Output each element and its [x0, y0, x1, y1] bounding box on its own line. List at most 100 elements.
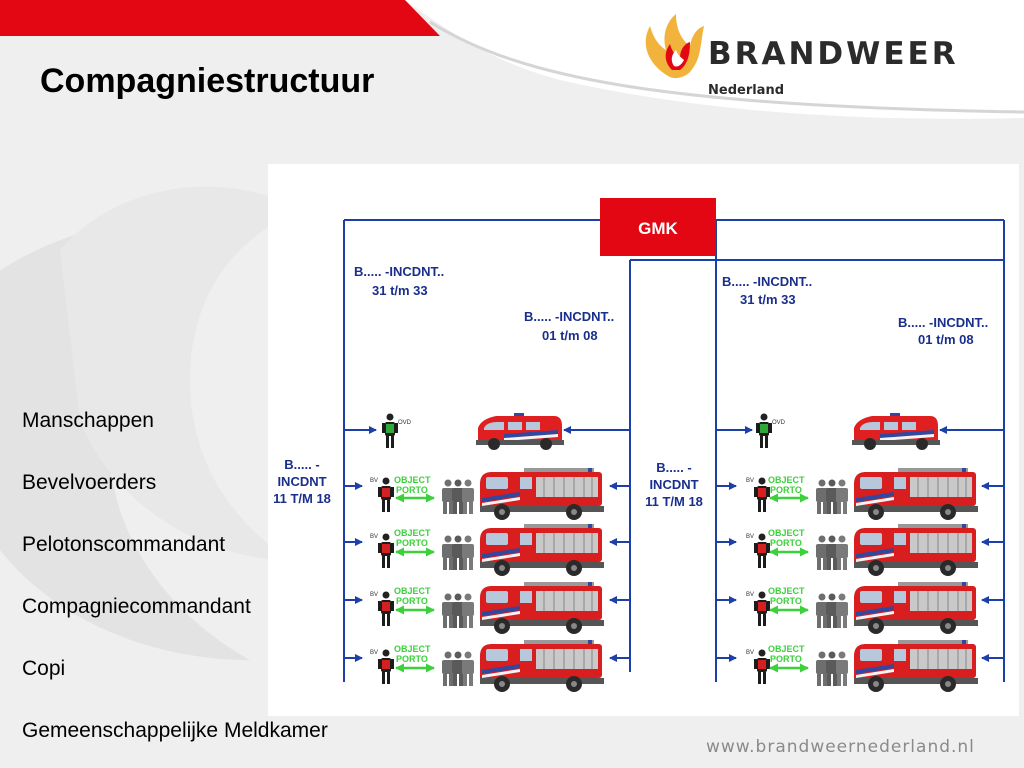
object-label: OBJECT — [768, 475, 805, 485]
crew-icon — [442, 651, 474, 686]
fire-truck-icon — [479, 581, 605, 635]
fire-truck-icon — [853, 523, 979, 577]
brandweer-flame-logo-icon — [645, 14, 704, 79]
left-ovd-officer: OVD — [382, 413, 412, 448]
right-unit: OVD BV OBJECT PORTO BV OBJECT PORTO — [746, 413, 979, 693]
left-unit-feed-lines — [344, 426, 630, 662]
crew-icon — [442, 479, 474, 514]
center-side-channel-line3: 11 T/M 18 — [645, 494, 703, 509]
bevelvoerder-icon — [378, 533, 394, 568]
object-label: OBJECT — [394, 475, 431, 485]
right-unit-feed-lines — [716, 426, 1004, 662]
left-side-channel-line2: INCDNT — [277, 474, 326, 489]
object-label: OBJECT — [394, 644, 431, 654]
fire-truck-icon — [853, 467, 979, 521]
footer-url: www.brandweernederland.nl — [706, 737, 975, 757]
top-red-band — [0, 0, 440, 36]
fire-truck-icon — [479, 639, 605, 693]
fire-truck-icon — [853, 581, 979, 635]
right-ovd-officer: OVD — [756, 413, 786, 448]
bevelvoerder-icon — [754, 533, 770, 568]
bevelvoerder-icon — [754, 649, 770, 684]
right-second-channel-line2: 01 t/m 08 — [918, 332, 974, 347]
crew-icon — [816, 535, 848, 570]
center-side-channel-label: B..... - INCDNT 11 T/M 18 — [645, 460, 703, 509]
company-structure-diagram: GMK B..... -INCDNT.. 31 t/m 33 B..... -I… — [268, 164, 1019, 716]
right-second-channel-label: B..... -INCDNT.. 01 t/m 08 — [898, 315, 988, 347]
bv-label: BV — [370, 478, 378, 484]
label-gemeenschappelijke-meldkamer: Gemeenschappelijke Meldkamer — [22, 719, 328, 742]
left-second-channel-line2: 01 t/m 08 — [542, 328, 598, 343]
left-row-3: BV OBJECT PORTO — [370, 581, 605, 635]
porto-label: PORTO — [396, 596, 428, 606]
header-swoosh — [405, 0, 1024, 119]
object-label: OBJECT — [768, 644, 805, 654]
label-pelotonscommandant: Pelotonscommandant — [22, 533, 226, 556]
porto-label: PORTO — [770, 654, 802, 664]
role-label-list: Manschappen Bevelvoerders Pelotonscomman… — [22, 404, 422, 768]
fire-truck-icon — [479, 467, 605, 521]
bevelvoerder-icon — [754, 591, 770, 626]
object-label: OBJECT — [768, 528, 805, 538]
brand-logo-subtitle: Nederland — [708, 83, 785, 98]
left-side-channel-label: B..... - INCDNT 11 T/M 18 — [273, 457, 331, 506]
fire-truck-icon — [479, 523, 605, 577]
bv-label: BV — [746, 650, 754, 656]
bv-label: BV — [746, 592, 754, 598]
left-row-1: BV OBJECT PORTO — [370, 467, 605, 521]
brand-logo-name: BRANDWEER — [708, 36, 959, 72]
bevelvoerder-icon — [378, 591, 394, 626]
porto-label: PORTO — [396, 485, 428, 495]
gmk-node-label: GMK — [638, 219, 678, 238]
left-top-channel-label: B..... -INCDNT.. 31 t/m 33 — [354, 264, 444, 298]
bv-label: BV — [370, 592, 378, 598]
left-command-van-icon — [476, 413, 564, 450]
right-top-channel-line2: 31 t/m 33 — [740, 292, 796, 307]
gmk-node — [600, 198, 716, 256]
crew-icon — [442, 535, 474, 570]
crew-icon — [816, 593, 848, 628]
bv-label: BV — [370, 650, 378, 656]
left-second-channel-label: B..... -INCDNT.. 01 t/m 08 — [524, 309, 614, 343]
right-top-channel-line1: B..... -INCDNT.. — [722, 274, 812, 289]
label-manschappen: Manschappen — [22, 409, 154, 432]
right-command-van-icon — [852, 413, 940, 450]
right-row-1: BV OBJECT PORTO — [746, 467, 979, 521]
center-side-channel-line1: B..... - — [656, 460, 691, 475]
porto-label: PORTO — [770, 485, 802, 495]
left-side-channel-line1: B..... - — [284, 457, 319, 472]
left-row-2: BV OBJECT PORTO — [370, 523, 605, 577]
crew-icon — [442, 593, 474, 628]
right-row-3: BV OBJECT PORTO — [746, 581, 979, 635]
bv-label: BV — [746, 478, 754, 484]
porto-label: PORTO — [396, 654, 428, 664]
left-row-4: BV OBJECT PORTO — [370, 639, 605, 693]
object-label: OBJECT — [394, 528, 431, 538]
porto-label: PORTO — [770, 538, 802, 548]
label-copi: Copi — [22, 657, 66, 680]
left-top-channel-line2: 31 t/m 33 — [372, 283, 428, 298]
crew-icon — [816, 651, 848, 686]
left-second-channel-line1: B..... -INCDNT.. — [524, 309, 614, 324]
right-ovd-label: OVD — [772, 420, 786, 426]
bevelvoerder-icon — [378, 649, 394, 684]
porto-label: PORTO — [396, 538, 428, 548]
porto-label: PORTO — [770, 596, 802, 606]
left-top-channel-line1: B..... -INCDNT.. — [354, 264, 444, 279]
right-row-2: BV OBJECT PORTO — [746, 523, 979, 577]
bevelvoerder-icon — [378, 477, 394, 512]
crew-icon — [816, 479, 848, 514]
right-row-4: BV OBJECT PORTO — [746, 639, 979, 693]
right-top-channel-label: B..... -INCDNT.. 31 t/m 33 — [722, 274, 812, 307]
left-unit: OVD BV OBJECT PORTO BV OBJECT PORTO — [370, 413, 605, 693]
right-second-channel-line1: B..... -INCDNT.. — [898, 315, 988, 330]
page-title: Compagniestructuur — [40, 62, 375, 100]
bv-label: BV — [370, 534, 378, 540]
bv-label: BV — [746, 534, 754, 540]
flame-watermark-icon — [0, 186, 300, 660]
left-ovd-label: OVD — [398, 420, 412, 426]
label-compagniecommandant: Compagniecommandant — [22, 595, 251, 618]
fire-truck-icon — [853, 639, 979, 693]
